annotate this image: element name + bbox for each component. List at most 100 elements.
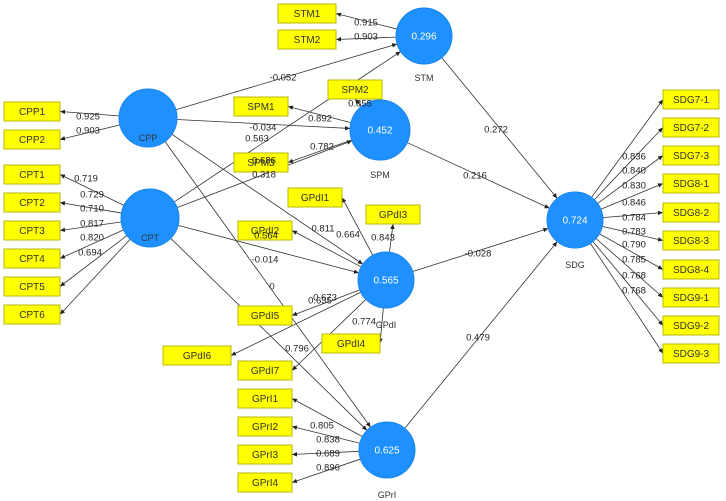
loading-value-STM1: 0.915 <box>354 18 378 29</box>
loading-value-SDG8-4: 0.790 <box>622 240 646 251</box>
loading-value-GPdI3: 0.843 <box>371 233 395 244</box>
construct-name-CPP: CPP <box>139 133 158 143</box>
indicator-label-GPrI2: GPrI2 <box>252 422 279 433</box>
loading-value-CPT2: 0.729 <box>80 190 104 201</box>
loading-arrow-GPdI1 <box>341 197 374 256</box>
indicator-box-SDG7-2 <box>662 117 720 138</box>
indicator-label-STM1: STM1 <box>294 9 321 20</box>
path-coefficient-CPP-STM: -0.052 <box>270 73 297 84</box>
loading-arrow-GPdI3 <box>389 223 395 253</box>
loading-value-SDG8-3: 0.783 <box>622 227 646 238</box>
indicator-label-CPP1: CPP1 <box>19 107 46 118</box>
path-arrow-CPP-GPrI <box>164 141 371 428</box>
indicator-box-CPP2 <box>3 129 61 150</box>
loading-arrow-SDG8-1 <box>600 183 664 210</box>
indicator-box-GPdI4 <box>321 333 381 354</box>
edges-layer <box>59 12 664 483</box>
indicator-label-GPdI7: GPdI7 <box>251 366 280 377</box>
indicator-label-GPdI6: GPdI6 <box>183 351 212 362</box>
indicator-box-CPT6 <box>3 304 61 325</box>
construct-name-CPT: CPT <box>141 233 160 243</box>
loading-arrow-CPT2 <box>59 201 122 214</box>
loading-value-SPM3: 0.782 <box>310 142 334 153</box>
indicator-label-SDG8-2: SDG8-2 <box>673 208 710 219</box>
indicator-label-SPM2: SPM2 <box>341 85 369 96</box>
construct-node-GPrI <box>358 421 416 479</box>
loading-arrow-CPT4 <box>59 229 124 259</box>
construct-r2-GPrI: 0.625 <box>374 446 399 457</box>
path-arrow-CPT-STM <box>173 51 401 203</box>
indicator-label-SPM3: SPM3 <box>247 158 275 169</box>
indicator-label-SPM1: SPM1 <box>247 102 275 113</box>
indicator-box-STM2 <box>277 29 337 50</box>
loading-arrow-CPT1 <box>59 174 125 206</box>
indicator-box-SDG8-1 <box>662 173 720 194</box>
indicator-label-GPrI4: GPrI4 <box>252 478 279 489</box>
coefficient-labels-layer: 0.9150.9030.8920.8550.7820.9250.9030.719… <box>74 18 646 474</box>
indicator-box-SDG8-4 <box>662 259 720 280</box>
indicator-label-CPT5: CPT5 <box>19 282 45 293</box>
construct-r2-GPdI: 0.565 <box>373 276 398 287</box>
loading-arrow-CPT5 <box>59 235 128 287</box>
loading-arrow-SDG8-2 <box>602 210 664 219</box>
path-arrow-CPP-GPdI <box>171 133 364 265</box>
indicator-label-CPT1: CPT1 <box>19 170 45 181</box>
loading-value-SDG7-1: 0.836 <box>622 152 646 163</box>
loading-value-STM2: 0.903 <box>354 32 378 43</box>
construct-name-GPdI: GPdI <box>376 320 397 330</box>
indicator-box-SPM3 <box>233 152 289 173</box>
loading-arrow-CPT6 <box>59 238 131 315</box>
loading-arrow-GPrI1 <box>291 398 363 438</box>
loading-arrow-CPT3 <box>59 221 122 233</box>
indicator-label-SDG8-1: SDG8-1 <box>673 179 710 190</box>
indicator-box-SPM2 <box>327 79 383 100</box>
path-arrow-GPdI-SDG <box>412 227 549 272</box>
construct-node-STM <box>395 7 453 65</box>
loading-arrow-CPP2 <box>59 124 120 141</box>
path-coefficient-SPM-SDG: 0.216 <box>463 171 487 182</box>
path-coefficient-CPT-SPM: 0.686 <box>252 156 276 167</box>
loading-arrow-STM2 <box>335 36 397 42</box>
loading-value-GPrI1: 0.805 <box>310 421 334 432</box>
loading-value-GPrI2: 0.838 <box>316 435 340 446</box>
indicator-box-SDG9-3 <box>662 343 720 364</box>
indicator-box-SDG9-1 <box>662 287 720 308</box>
indicator-label-CPT6: CPT6 <box>19 310 45 321</box>
construct-node-CPT <box>120 188 180 248</box>
loading-arrow-SDG9-1 <box>595 238 664 298</box>
indicator-box-CPT5 <box>3 276 61 297</box>
indicator-box-STM1 <box>277 3 337 24</box>
loading-arrow-SDG9-2 <box>592 241 664 326</box>
loading-value-CPP1: 0.925 <box>76 112 100 123</box>
indicator-label-SDG7-1: SDG7-1 <box>673 95 710 106</box>
path-coefficient-CPP-GPdI: 0.318 <box>252 170 276 181</box>
loading-value-SDG7-2: 0.840 <box>622 166 646 177</box>
indicator-box-GPdI6 <box>162 345 232 366</box>
loading-arrow-CPP1 <box>59 109 120 117</box>
indicator-label-GPrI3: GPrI3 <box>252 450 279 461</box>
loading-arrow-GPrI3 <box>291 450 360 457</box>
loading-value-GPdI1: 0.664 <box>336 230 360 241</box>
loading-value-SDG9-3: 0.768 <box>622 286 646 297</box>
loading-arrow-GPdI5 <box>291 289 360 316</box>
loading-value-CPT6: 0.694 <box>78 248 102 259</box>
loading-value-CPT4: 0.817 <box>80 219 104 230</box>
path-arrow-STM-SDG <box>441 57 558 199</box>
construct-name-STM: STM <box>415 73 434 83</box>
loading-value-SDG8-1: 0.846 <box>622 198 646 209</box>
indicator-box-GPdI5 <box>237 305 293 326</box>
path-arrow-GPrI-SDG <box>404 241 558 429</box>
indicator-label-SDG8-4: SDG8-4 <box>673 265 710 276</box>
indicator-label-SDG9-2: SDG9-2 <box>673 321 710 332</box>
loading-arrow-SPM2 <box>354 98 362 107</box>
loading-value-GPdI4: 0.774 <box>352 317 376 328</box>
construct-node-SDG <box>546 191 604 249</box>
indicator-label-SDG7-3: SDG7-3 <box>673 151 710 162</box>
indicator-label-GPdI5: GPdI5 <box>251 311 280 322</box>
loading-arrow-STM1 <box>335 12 397 30</box>
indicator-box-SPM1 <box>233 96 289 117</box>
indicator-box-GPrI1 <box>237 388 293 409</box>
indicator-label-CPP2: CPP2 <box>19 135 46 146</box>
loading-value-GPdI5: 0.673 <box>313 293 337 304</box>
loading-value-GPdI7: 0.796 <box>285 344 309 355</box>
